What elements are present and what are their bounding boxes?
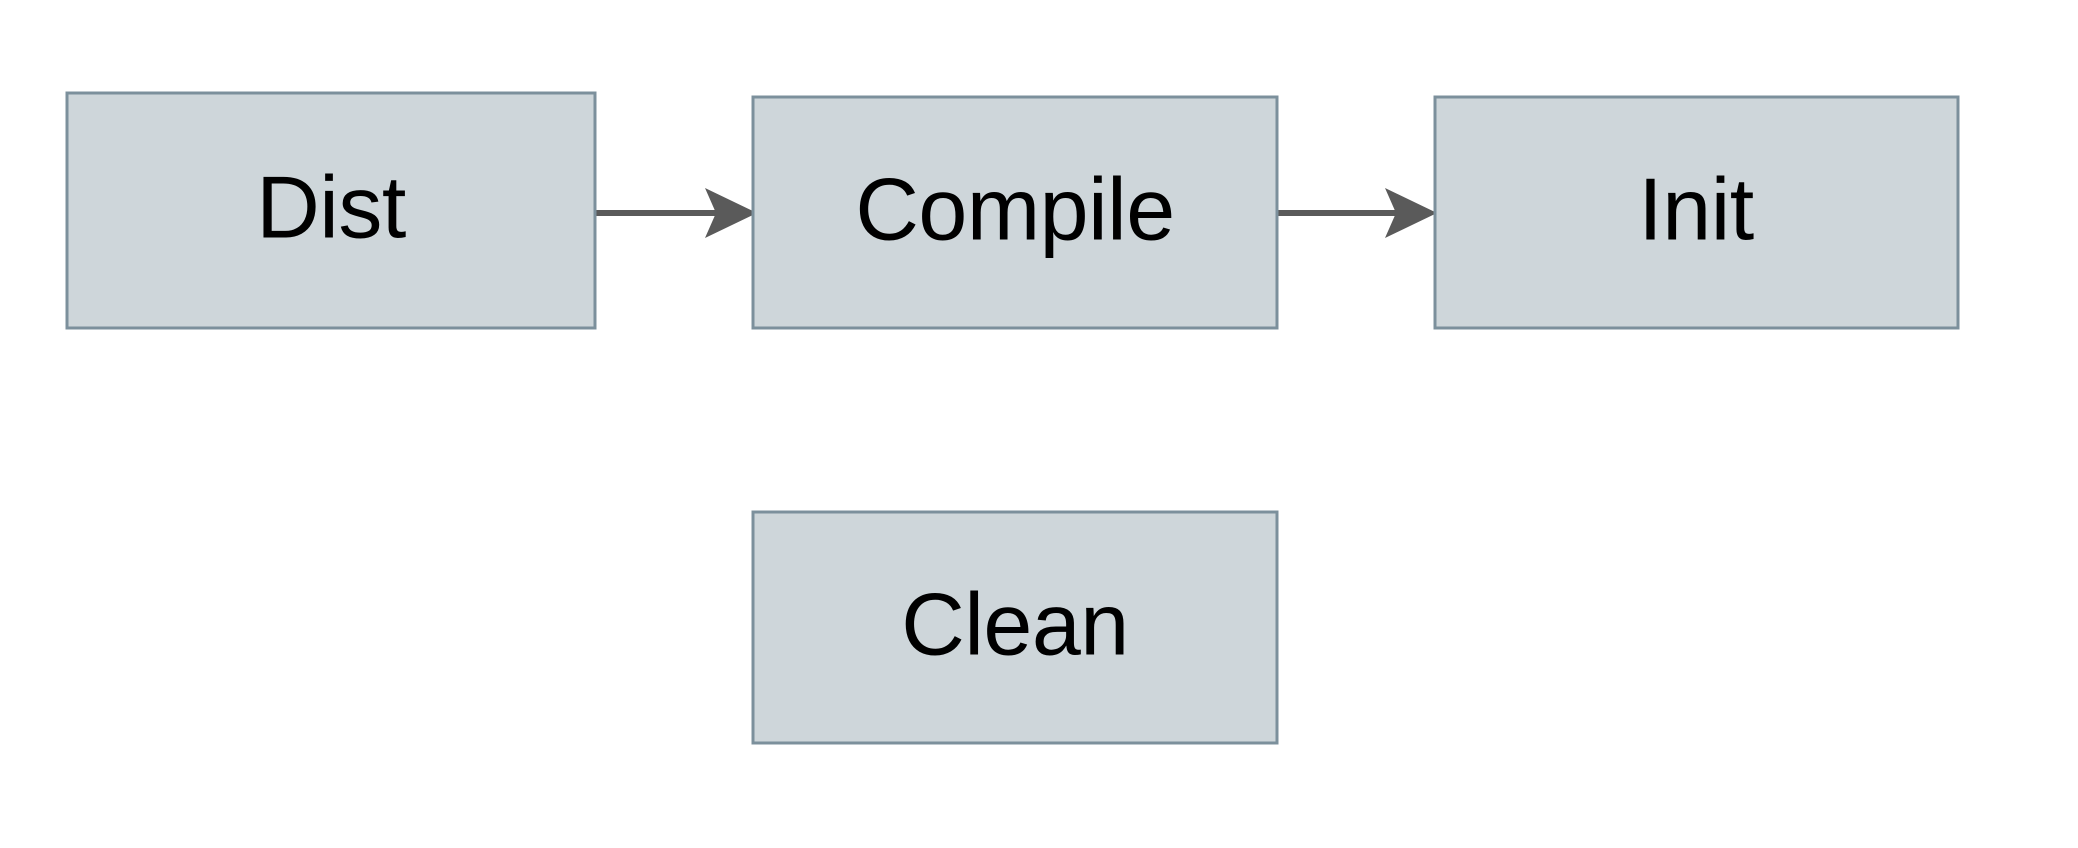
node-dist[interactable]: Dist [65, 91, 597, 330]
node-compile-shape [751, 95, 1279, 330]
node-init[interactable]: Init [1433, 95, 1960, 330]
node-clean[interactable]: Clean [751, 510, 1279, 745]
node-clean-shape [751, 510, 1279, 745]
edge-compile-to-init[interactable] [1277, 188, 1437, 238]
node-init-label: Init [1638, 159, 1753, 258]
node-compile-label: Compile [855, 159, 1174, 258]
edge-dist-to-compile[interactable] [595, 188, 757, 238]
arrowhead-icon-dist-to-compile [705, 188, 757, 238]
node-dist-label: Dist [256, 157, 406, 256]
node-init-shape [1433, 95, 1960, 330]
node-clean-label: Clean [901, 574, 1128, 673]
node-dist-shape [65, 91, 597, 330]
arrowhead-icon-compile-to-init [1385, 188, 1437, 238]
node-compile[interactable]: Compile [751, 95, 1279, 330]
